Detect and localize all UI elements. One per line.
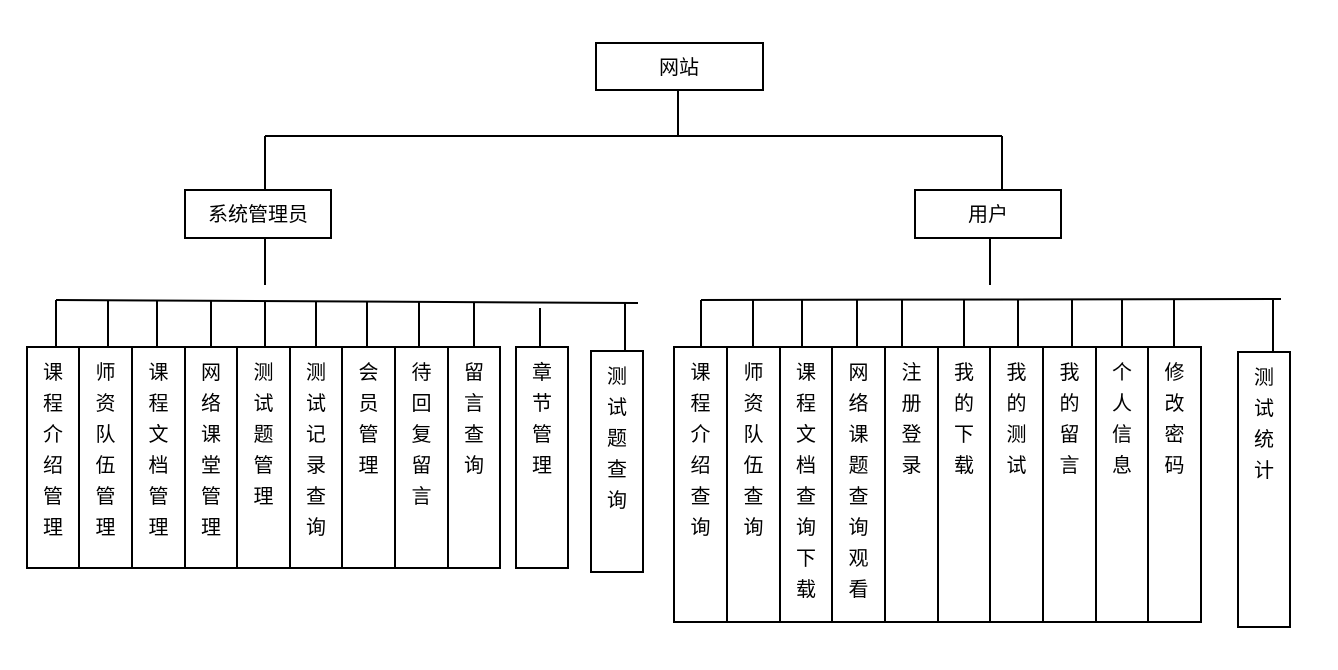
admin-label: 系统管理员	[208, 202, 308, 226]
root-label: 网站	[659, 55, 699, 79]
user-item-box	[1095, 346, 1149, 623]
user-item-label: 课程文档查询下载	[796, 360, 816, 601]
user-item-box	[831, 346, 886, 623]
admin-item-label: 留言查询	[464, 360, 484, 477]
user-item-label: 注册登录	[902, 360, 922, 477]
user-item-10: 修改密码	[1147, 346, 1202, 623]
user-item-11: 测试统计	[1237, 351, 1291, 628]
admin-item-label: 会员管理	[359, 360, 379, 477]
admin-node: 系统管理员	[184, 189, 332, 239]
user-item-label: 修改密码	[1165, 360, 1185, 477]
admin-children-bar	[55, 299, 639, 304]
admin-item-6: 测试记录查询	[289, 346, 343, 569]
admin-item-box	[289, 346, 343, 569]
user-item-box	[884, 346, 939, 623]
user-item-1: 课程介绍查询	[673, 346, 728, 623]
admin-item-label: 测试题查询	[607, 364, 627, 512]
user-item-label: 师资队伍查询	[744, 360, 764, 539]
admin-item-box	[515, 346, 569, 569]
admin-item-box	[78, 346, 133, 569]
user-item-5: 注册登录	[884, 346, 939, 623]
admin-item-7: 会员管理	[341, 346, 396, 569]
user-item-box	[1237, 351, 1291, 628]
admin-item-label: 师资队伍管理	[96, 360, 116, 539]
root-node: 网站	[595, 42, 764, 91]
admin-item-10: 章节管理	[515, 346, 569, 569]
user-item-8: 我的留言	[1042, 346, 1097, 623]
admin-item-label: 课程介绍管理	[43, 360, 63, 539]
user-item-label: 我的测试	[1007, 360, 1027, 477]
user-item-label: 我的留言	[1060, 360, 1080, 477]
user-item-label: 测试统计	[1254, 365, 1274, 482]
admin-item-label: 待回复留言	[412, 360, 432, 508]
user-item-box	[726, 346, 781, 623]
user-item-label: 网络课题查询观看	[849, 360, 869, 601]
admin-item-box	[590, 350, 644, 573]
admin-items: 课程介绍管理 师资队伍管理 课程文档管理 网络课堂管理 测试题管理 测试记录查询 会员管理 待…	[26, 346, 644, 573]
admin-item-box	[447, 346, 501, 569]
user-item-box	[779, 346, 833, 623]
admin-item-label: 章节管理	[532, 360, 552, 477]
user-item-6: 我的下载	[937, 346, 991, 623]
user-item-9: 个人信息	[1095, 346, 1149, 623]
root-box	[595, 42, 764, 91]
user-node: 用户	[914, 189, 1062, 239]
user-item-7: 我的测试	[989, 346, 1044, 623]
user-children-bar	[700, 298, 1282, 301]
user-item-label: 个人信息	[1112, 360, 1132, 477]
admin-item-drops	[55, 300, 626, 351]
user-items: 课程介绍查询 师资队伍查询 课程文档查询下载 网络课题查询观看 注册登录 我的下载 我的测试…	[673, 346, 1291, 628]
user-item-label: 我的下载	[954, 360, 974, 477]
admin-item-label: 网络课堂管理	[201, 360, 221, 539]
admin-item-box	[131, 346, 186, 569]
admin-item-box	[394, 346, 449, 569]
admin-item-5: 测试题管理	[236, 346, 291, 569]
admin-item-label: 测试记录查询	[306, 360, 326, 539]
admin-item-box	[184, 346, 238, 569]
admin-box	[184, 189, 332, 239]
admin-item-9: 留言查询	[447, 346, 501, 569]
admin-item-box	[26, 346, 80, 569]
user-item-drops	[700, 299, 1274, 352]
user-item-label: 课程介绍查询	[691, 360, 711, 539]
user-box	[914, 189, 1062, 239]
user-label: 用户	[968, 202, 1008, 226]
user-item-box	[937, 346, 991, 623]
user-item-2: 师资队伍查询	[726, 346, 781, 623]
admin-item-label: 测试题管理	[254, 360, 274, 508]
admin-item-2: 师资队伍管理	[78, 346, 133, 569]
user-item-box	[1147, 346, 1202, 623]
user-item-box	[989, 346, 1044, 623]
admin-item-3: 课程文档管理	[131, 346, 186, 569]
admin-item-4: 网络课堂管理	[184, 346, 238, 569]
admin-item-box	[236, 346, 291, 569]
connectors	[55, 90, 1282, 352]
admin-item-1: 课程介绍管理	[26, 346, 80, 569]
user-item-3: 课程文档查询下载	[779, 346, 833, 623]
user-item-box	[1042, 346, 1097, 623]
admin-item-label: 课程文档管理	[149, 360, 169, 539]
user-item-4: 网络课题查询观看	[831, 346, 886, 623]
admin-item-11: 测试题查询	[590, 350, 644, 573]
admin-item-8: 待回复留言	[394, 346, 449, 569]
user-item-box	[673, 346, 728, 623]
